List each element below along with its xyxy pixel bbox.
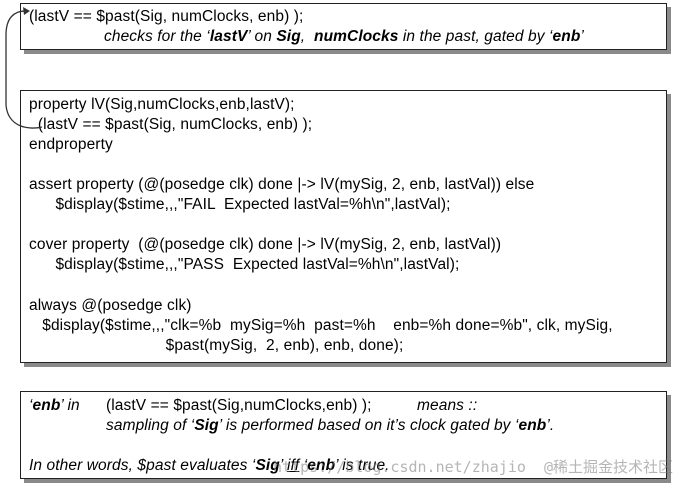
code-line: property lV(Sig,numClocks,enb,lastV); xyxy=(29,96,295,113)
code-line: $past(mySig, 2, enb), enb, done); xyxy=(29,337,404,354)
code-line: $display($stime,,,"FAIL Expected lastVal… xyxy=(29,196,451,213)
code-box: property lV(Sig,numClocks,enb,lastV); (l… xyxy=(20,90,667,363)
code-line: endproperty xyxy=(29,136,113,153)
past-expression: (lastV == $past(Sig, numClocks, enb) ); xyxy=(29,8,304,25)
code-line: (lastV == $past(Sig, numClocks, enb) ); xyxy=(29,116,313,133)
explanation-line-3: In other words, $past evaluates ‘Sig’ if… xyxy=(29,457,390,474)
code-line: $display($stime,,,"clk=%b mySig=%h past=… xyxy=(29,317,613,334)
explanation-box: ‘enb’ in (lastV == $past(Sig,numClocks,e… xyxy=(20,391,667,479)
explanation-means: means :: xyxy=(417,397,478,414)
explanation-line-2: sampling of ‘Sig’ is performed based on … xyxy=(106,417,555,434)
code-line: cover property (@(posedge clk) done |-> … xyxy=(29,236,502,253)
explanation-expression: (lastV == $past(Sig,numClocks,enb) ); xyxy=(106,397,372,414)
code-line: always @(posedge clk) xyxy=(29,297,192,314)
summary-box: (lastV == $past(Sig, numClocks, enb) ); … xyxy=(20,3,667,50)
explanation-line-1: ‘enb’ in xyxy=(29,397,80,414)
past-description: checks for the ‘lastV’ on Sig, numClocks… xyxy=(104,28,584,45)
code-line: assert property (@(posedge clk) done |->… xyxy=(29,176,535,193)
code-line: $display($stime,,,"PASS Expected lastVal… xyxy=(29,256,460,273)
watermark: https://blog.csdn.net/zhajio @稀土掘金技术社区 xyxy=(273,458,673,476)
